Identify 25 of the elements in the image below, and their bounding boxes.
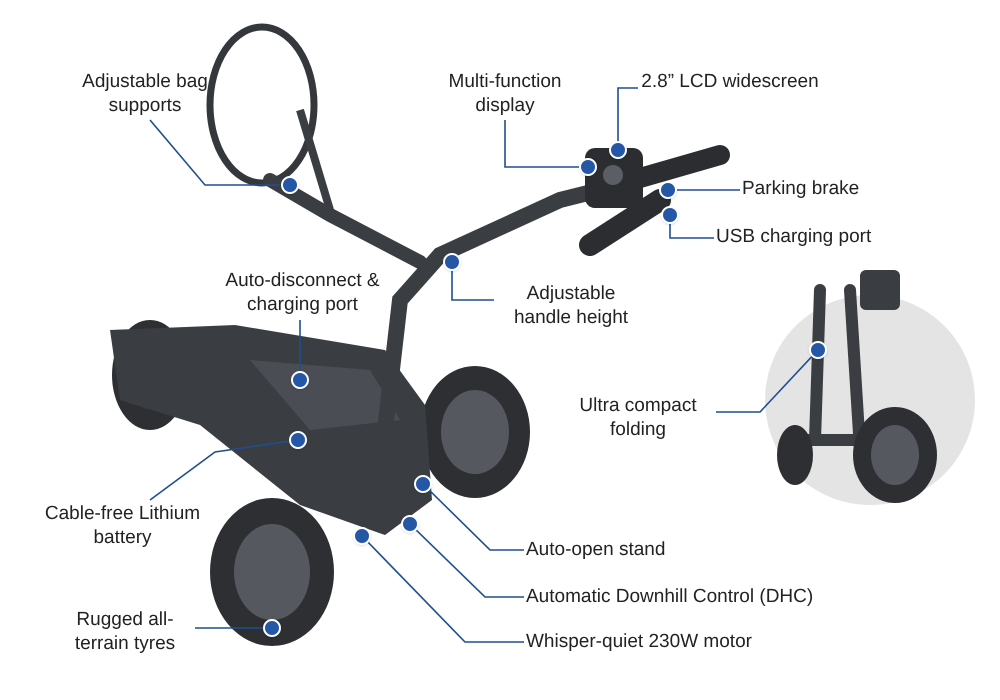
leader-line: [416, 530, 524, 598]
callout-label: Automatic Downhill Control (DHC): [526, 585, 876, 609]
callout-label: Parking brake: [742, 177, 902, 201]
callout-label: Cable-free Lithium battery: [35, 502, 210, 550]
callout-label: Auto-open stand: [526, 538, 716, 562]
leader-line: [195, 627, 263, 629]
callout-label: Adjustable bag supports: [60, 70, 230, 118]
leader-line: [617, 87, 638, 141]
callout-label: Whisper-quiet 230W motor: [526, 630, 816, 654]
callout-label: Multi-function display: [425, 70, 585, 118]
callout-label: Rugged all-terrain tyres: [55, 608, 195, 656]
leader-line: [451, 271, 494, 301]
leader-line: [368, 542, 524, 643]
callout-label: USB charging port: [716, 225, 916, 249]
leader-line: [677, 189, 740, 191]
leader-line: [428, 490, 524, 551]
leader-line: [504, 120, 579, 168]
callout-label: 2.8” LCD widescreen: [640, 70, 820, 94]
leader-line: [716, 356, 812, 413]
leader-line: [149, 119, 281, 186]
leader-line: [150, 440, 290, 501]
callout-label: Ultra compact folding: [560, 394, 716, 442]
leader-line: [669, 224, 714, 239]
callout-label: Auto-disconnect & charging port: [205, 269, 400, 317]
callout-label: Adjustable handle height: [496, 282, 646, 330]
